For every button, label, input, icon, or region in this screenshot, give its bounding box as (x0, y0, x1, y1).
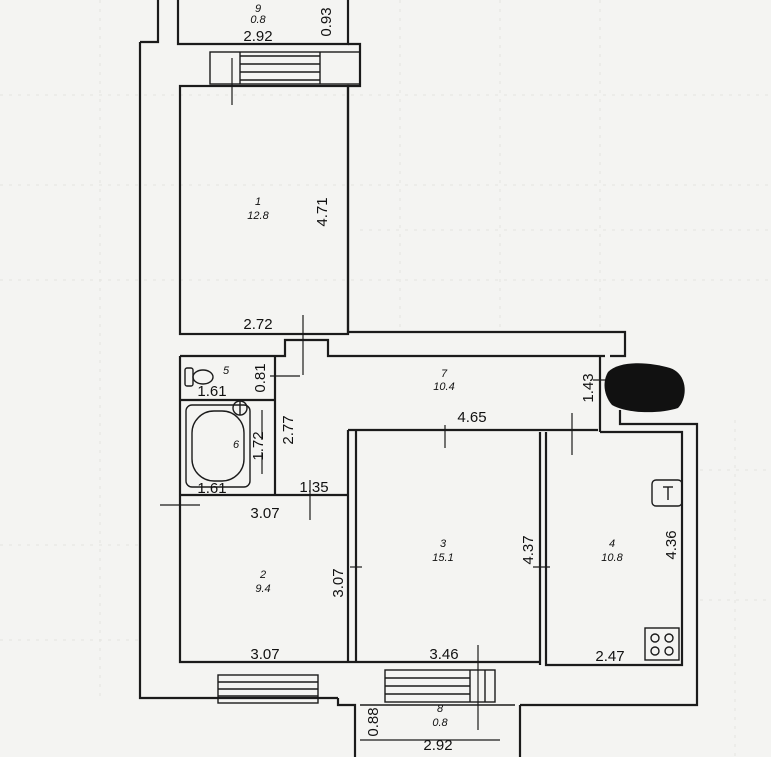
window-bottom-left (217, 674, 319, 704)
room-6-number: 6 (233, 439, 240, 451)
room-4-area: 10.8 (601, 552, 623, 564)
room-5-number: 5 (223, 365, 230, 377)
dim-room6-width: 1.61 (197, 480, 226, 497)
room-7-area: 10.4 (433, 381, 454, 393)
stove-icon (644, 627, 680, 661)
redaction-blot (604, 363, 685, 413)
dim-room1-width: 2.72 (243, 316, 272, 333)
dim-room2-bottom: 3.07 (250, 646, 279, 663)
room-9-area: 0.8 (250, 14, 266, 26)
kitchen-sink-icon (651, 479, 683, 507)
bathtub-icon (185, 404, 251, 488)
dim-room2-depth: 3.07 (330, 568, 347, 597)
dim-corridor-width: 4.65 (457, 409, 486, 426)
balcony-top (140, 0, 350, 46)
dim-room3-width: 3.46 (429, 646, 458, 663)
dim-balcony-bottom-width: 2.92 (423, 737, 452, 754)
room-2-number: 2 (259, 569, 266, 581)
balcony-bottom (336, 698, 522, 757)
dimension-ticks (160, 58, 612, 741)
window-bottom-right (384, 669, 496, 703)
dim-balcony-top-width: 2.92 (243, 28, 272, 45)
room-2-area: 9.4 (255, 583, 270, 595)
dim-room5-width: 1.61 (197, 383, 226, 400)
dim-corridor-depth: 1.43 (580, 373, 597, 402)
dim-room6-length: 2.77 (280, 415, 297, 444)
dimension-labels: 2.92 0.93 4.71 2.72 1.61 0.81 1.43 4.65 … (197, 7, 680, 754)
dim-balcony-bottom-depth: 0.88 (365, 707, 382, 736)
room-3-area: 15.1 (432, 552, 453, 564)
room-4-number: 4 (609, 538, 615, 550)
room-3-number: 3 (440, 538, 447, 550)
dim-balcony-top-depth: 0.93 (318, 7, 335, 36)
interior-walls (178, 338, 684, 667)
dim-hall-width: 1.35 (299, 479, 328, 496)
room-7-number: 7 (441, 368, 448, 380)
dim-room4-depth: 4.36 (663, 530, 680, 559)
window-top (209, 51, 361, 85)
room-8-area: 0.8 (432, 717, 448, 729)
dim-room2-top: 3.07 (250, 505, 279, 522)
room-9-number: 9 (255, 3, 261, 15)
room-8-number: 8 (437, 703, 444, 715)
toilet-icon (184, 367, 214, 387)
dim-room6-depth: 1.72 (250, 431, 267, 460)
room-1-outline (178, 84, 350, 336)
room-1-number: 1 (255, 196, 261, 208)
sink-icon (232, 400, 248, 416)
room-1-area: 12.8 (247, 210, 269, 222)
dim-room1-length: 4.71 (314, 197, 331, 226)
dim-room4-width: 2.47 (595, 648, 624, 665)
dim-room5-depth: 0.81 (252, 363, 269, 392)
room-labels: 9 0.8 1 12.8 5 7 10.4 6 3 15.1 4 10.8 2 … (223, 3, 624, 729)
dim-room3-depth: 4.37 (520, 535, 537, 564)
